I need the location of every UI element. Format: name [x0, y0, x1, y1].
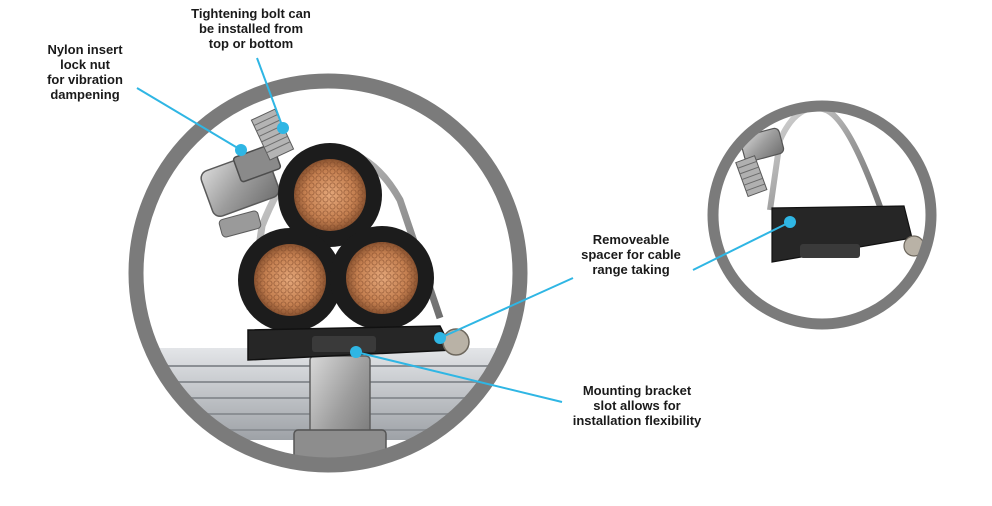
side-circle-ring — [707, 100, 937, 330]
dot-marker-icon — [784, 216, 796, 228]
callout-mounting-slot: Mounting bracket slot allows for install… — [572, 383, 702, 428]
leader-spacer-main — [434, 277, 574, 344]
dot-marker-icon — [235, 144, 247, 156]
cable-top — [278, 143, 382, 247]
main-circle-ring — [128, 73, 528, 473]
side-spacer — [771, 205, 925, 263]
leader-tightening-bolt — [256, 57, 289, 134]
cable-left — [238, 228, 342, 332]
spacer-block — [247, 325, 470, 361]
callout-tightening-bolt: Tightening bolt can be installed from to… — [191, 6, 311, 51]
leader-spacer-side — [692, 216, 796, 271]
spacer-end-cap — [442, 328, 470, 356]
leader-lines — [136, 57, 796, 403]
callout-nylon-nut: Nylon insert lock nut for vibration damp… — [47, 42, 123, 102]
side-product-view — [707, 100, 937, 330]
main-product-view — [128, 73, 528, 473]
dot-marker-icon — [350, 346, 362, 358]
callout-spacer: Removeable spacer for cable range taking — [581, 232, 681, 277]
dot-marker-icon — [277, 122, 289, 134]
dot-marker-icon — [434, 332, 446, 344]
leader-mounting-slot — [350, 346, 563, 403]
leader-nylon-nut — [136, 87, 247, 156]
cable-right — [330, 226, 434, 330]
